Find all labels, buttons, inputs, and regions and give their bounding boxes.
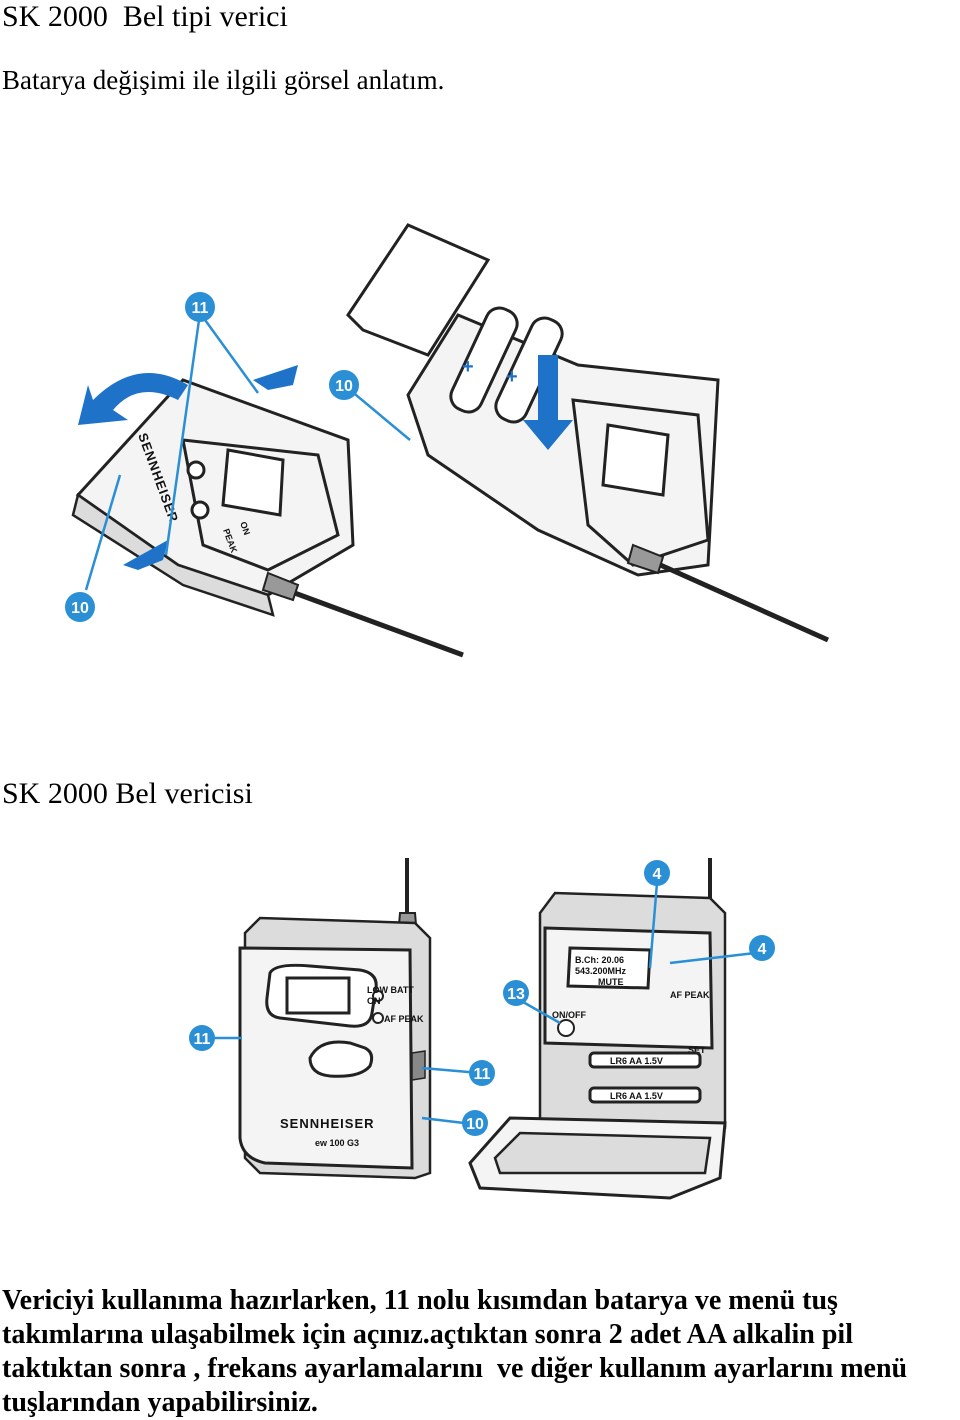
- transmitter-views-illustration: LOW BATT ON AF PEAK SENNHEISER ew 100 G3…: [189, 858, 775, 1200]
- callout-4: 4: [644, 860, 670, 886]
- callout-10: 10: [65, 592, 95, 622]
- svg-text:10: 10: [466, 1116, 484, 1133]
- svg-text:4: 4: [653, 866, 662, 883]
- open-view-drawing: B.Ch: 20.06 543.200MHz MUTE AF PEAK ON/O…: [468, 858, 727, 1200]
- callout-11: 11: [469, 1060, 495, 1086]
- plus-sign: +: [462, 356, 474, 378]
- callout-11: 11: [185, 292, 215, 322]
- instruction-paragraph: Vericiyi kullanıma hazırlarken, 11 nolu …: [2, 1284, 960, 1420]
- aa-battery: [588, 1086, 702, 1104]
- front-view-drawing: LOW BATT ON AF PEAK SENNHEISER ew 100 G3: [238, 858, 432, 1180]
- model-label: ew 100 G3: [315, 1138, 359, 1148]
- open-arrow-icon: [78, 373, 188, 425]
- af-peak-label-open: AF PEAK: [670, 990, 710, 1000]
- aa-battery: [588, 1051, 702, 1069]
- plus-sign: +: [506, 366, 518, 388]
- svg-text:11: 11: [474, 1066, 491, 1083]
- brand-label: SENNHEISER: [280, 1116, 375, 1131]
- callout-10: 10: [462, 1110, 488, 1136]
- on-off-button: [557, 1019, 575, 1037]
- callout-10: 10: [329, 370, 359, 400]
- paragraph-line: taktıktan sonra , frekans ayarlamalarını…: [2, 1353, 908, 1384]
- section-heading: SK 2000 Bel vericisi: [2, 777, 253, 810]
- af-peak-label: AF PEAK: [384, 1014, 424, 1024]
- press-arrow-top-icon: [253, 365, 298, 390]
- insert-arrow-icon: [523, 355, 573, 450]
- svg-text:10: 10: [71, 600, 89, 617]
- page-subtitle: Batarya değişimi ile ilgili görsel anlat…: [2, 65, 445, 95]
- lcd-mute: MUTE: [598, 977, 624, 987]
- low-batt-label: LOW BATT: [367, 985, 414, 995]
- battery-pack: [346, 223, 491, 357]
- callout-4: 4: [749, 935, 775, 961]
- svg-text:11: 11: [192, 300, 209, 317]
- press-arrow-bottom-icon: [123, 540, 168, 570]
- lcd-line1: B.Ch: 20.06: [575, 955, 624, 965]
- svg-text:10: 10: [335, 378, 353, 395]
- callout-11: 11: [189, 1025, 215, 1051]
- svg-text:11: 11: [194, 1031, 211, 1048]
- lcd-line2: 543.200MHz: [575, 966, 627, 976]
- svg-text:13: 13: [507, 986, 525, 1003]
- on-label: ON: [238, 520, 252, 536]
- callout-13: 13: [503, 980, 529, 1006]
- closed-transmitter-drawing: SENNHEISER PEAK ON: [71, 378, 464, 658]
- battery-label: LR6 AA 1.5V: [610, 1091, 663, 1101]
- on-label: ON: [367, 996, 381, 1006]
- paragraph-line: Vericiyi kullanıma hazırlarken, 11 nolu …: [2, 1285, 838, 1316]
- battery-change-illustration: SENNHEISER PEAK ON + + 11 10 10: [65, 223, 830, 658]
- paragraph-line: tuşlarından yapabilirsiniz.: [2, 1387, 318, 1418]
- aa-battery: [449, 306, 519, 414]
- page-title: SK 2000 Bel tipi verici: [2, 0, 288, 33]
- open-transmitter-drawing: + +: [346, 223, 830, 643]
- battery-label: LR6 AA 1.5V: [610, 1056, 663, 1066]
- paragraph-line: takımlarına ulaşabilmek için açınız.açtı…: [2, 1319, 853, 1350]
- on-off-label: ON/OFF: [552, 1010, 586, 1020]
- set-label: SET: [688, 1045, 706, 1055]
- svg-text:4: 4: [758, 941, 767, 958]
